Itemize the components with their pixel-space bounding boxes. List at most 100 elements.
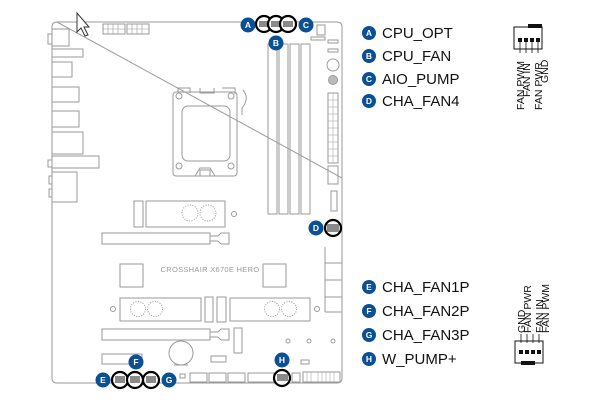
- cmos-battery: [168, 340, 194, 366]
- io-port: [51, 155, 100, 169]
- bottom-header: [179, 373, 186, 379]
- legend-label-c: AIO_PUMP: [382, 70, 460, 88]
- pin-label-top-2: FAN IN: [521, 63, 533, 97]
- small-header: [327, 39, 339, 44]
- callout-badge-g: [161, 372, 177, 388]
- callout-badge-c: [298, 17, 314, 33]
- legend-item-e: E CHA_FAN1P: [362, 278, 470, 296]
- pin-label-bottom-3: FAN IN: [534, 299, 546, 333]
- legend-item-d: D CHA_FAN4: [362, 92, 460, 110]
- chip: [119, 263, 144, 288]
- legend-item-c: C AIO_PUMP: [362, 70, 460, 88]
- cpu-socket-inner: [181, 105, 231, 162]
- board-outline: [51, 21, 343, 384]
- fan-header-w-pump-plus: [272, 368, 292, 388]
- pin-label-top-1: FAN PWM: [515, 61, 527, 110]
- pin-label-bottom-1: GND: [516, 309, 528, 333]
- io-port-tab: [48, 188, 53, 198]
- pinout-diagram-top: [513, 24, 543, 53]
- callout-badge-f: [128, 354, 144, 370]
- m2-slot: [233, 327, 243, 354]
- io-port: [51, 171, 78, 203]
- fan-header-cha-fan3p: [141, 370, 161, 390]
- chip: [262, 263, 287, 288]
- pcie-slot: [101, 328, 230, 341]
- callout-badge-d: [308, 220, 324, 236]
- bottom-header: [227, 372, 246, 383]
- legend-item-h: H W_PUMP+: [362, 350, 457, 368]
- io-port-tab: [47, 33, 53, 45]
- fan-header-cha-fan1p: [110, 370, 130, 390]
- io-port: [51, 110, 80, 128]
- bottom-header: [302, 371, 341, 383]
- callout-badge-a: [240, 17, 256, 33]
- m2-slot: [204, 296, 214, 323]
- legend-item-a: A CPU_OPT: [362, 24, 453, 42]
- pin-label-bottom-2: FAN PWR: [522, 285, 534, 333]
- callout-letter-d: D: [313, 223, 319, 233]
- callout-badge-b: [268, 35, 284, 51]
- io-port-tab: [47, 159, 53, 168]
- small-header: [310, 36, 326, 41]
- bottom-header: [208, 372, 227, 383]
- reset-button: [328, 75, 338, 85]
- pin-label-top-3: FAN PWR: [533, 62, 545, 110]
- small-connector: [210, 355, 227, 363]
- callout-badge-e: [95, 372, 111, 388]
- legend-item-f: F CHA_FAN2P: [362, 302, 470, 320]
- m2-slot: [119, 297, 202, 322]
- m2-slot: [229, 297, 311, 322]
- mouse-cursor-icon: [76, 11, 91, 37]
- legend-badge-d: D: [362, 94, 376, 108]
- legend-label-g: CHA_FAN3P: [382, 326, 470, 344]
- legend-item-b: B CPU_FAN: [362, 47, 451, 65]
- io-port: [51, 28, 70, 47]
- io-port: [51, 86, 80, 103]
- m2-slot: [145, 200, 226, 228]
- pin-label-top-4: GND: [539, 59, 551, 83]
- pcie-slot: [101, 232, 230, 245]
- legend-badge-f: F: [362, 304, 376, 318]
- cpu-socket: [172, 91, 238, 177]
- m2-slot: [133, 200, 144, 228]
- board-model-label: CROSSHAIR X670E HERO: [161, 265, 260, 274]
- io-port-tab: [48, 175, 53, 185]
- legend-label-e: CHA_FAN1P: [382, 278, 470, 296]
- callout-letter-b: B: [273, 38, 279, 48]
- fan-header-aio-pump: [278, 14, 298, 34]
- callout-letter-a: A: [245, 20, 251, 30]
- legend-label-f: CHA_FAN2P: [382, 302, 470, 320]
- io-port: [51, 48, 84, 58]
- legend-badge-b: B: [362, 49, 376, 63]
- legend-badge-g: G: [362, 328, 376, 342]
- legend-badge-a: A: [362, 26, 376, 40]
- legend-label-h: W_PUMP+: [382, 350, 457, 368]
- bottom-header: [247, 372, 275, 383]
- legend-label-d: CHA_FAN4: [382, 92, 460, 110]
- dimm-slot: [300, 43, 311, 215]
- header-block: [327, 165, 339, 185]
- legend-label-b: CPU_FAN: [382, 47, 452, 65]
- dimm-slot: [289, 43, 300, 215]
- m2-slot: [216, 296, 227, 323]
- pin-label-bottom-4: FAN PWM: [540, 284, 552, 333]
- callout-badge-h: [274, 352, 290, 368]
- callout-letter-h: H: [279, 355, 285, 365]
- callout-letter-f: F: [133, 357, 138, 367]
- dimm-slot: [267, 43, 278, 215]
- legend-badge-c: C: [362, 72, 376, 86]
- legend-label-a: CPU_OPT: [382, 24, 453, 42]
- dimm-slot: [278, 43, 289, 215]
- small-connector: [300, 359, 310, 365]
- small-header: [316, 24, 326, 36]
- legend-badge-h: H: [362, 352, 376, 366]
- usb-c-header: [330, 190, 338, 212]
- callout-letter-g: G: [166, 375, 173, 385]
- small-header: [327, 48, 339, 53]
- start-button: [326, 58, 340, 72]
- fan-header-cha-fan4: [323, 218, 343, 238]
- io-port: [51, 131, 84, 155]
- bottom-header: [189, 372, 208, 383]
